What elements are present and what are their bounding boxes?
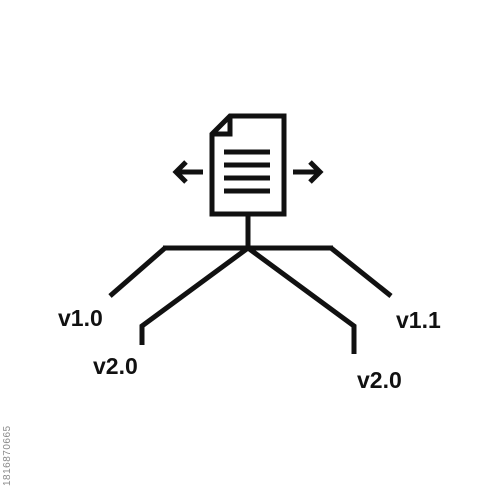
version-label-v1-0: v1.0 [58, 305, 103, 331]
branch-v20-right [246, 245, 357, 354]
document-icon [209, 113, 287, 217]
stock-image-id: 1816870665 [2, 425, 13, 486]
version-label-v2-0-left: v2.0 [93, 353, 138, 379]
version-label-v2-0-right: v2.0 [357, 367, 402, 393]
branch-v20-left [139, 245, 250, 345]
version-label-v1-1: v1.1 [396, 307, 441, 333]
arrow-right-icon [293, 160, 324, 184]
arrow-left-icon [172, 160, 203, 184]
branch-v10 [108, 246, 167, 298]
branch-v11 [329, 246, 393, 298]
